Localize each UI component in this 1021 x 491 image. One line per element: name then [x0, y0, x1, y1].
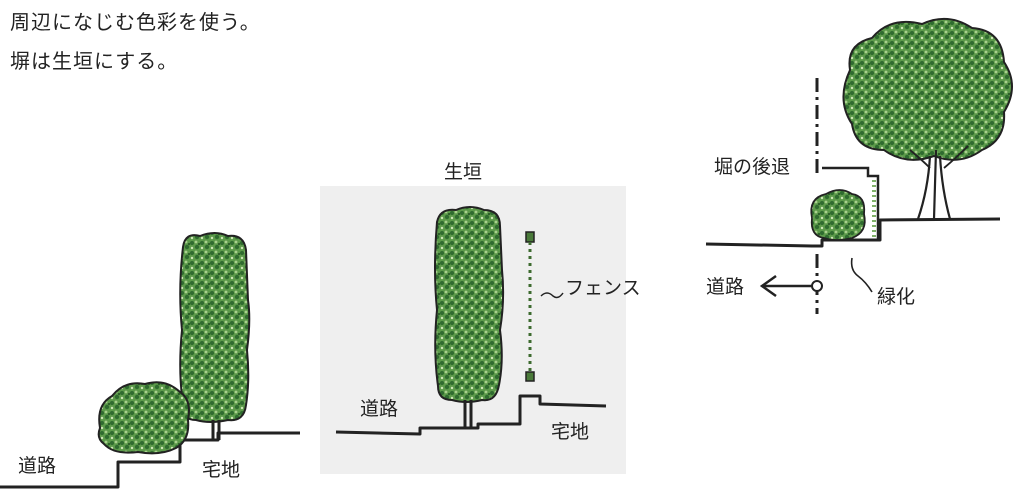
- greening-leader-line: [850, 257, 873, 293]
- fence-leader-line: [540, 292, 564, 299]
- setback-wall: [822, 166, 880, 240]
- right-road-label: 道路: [706, 276, 745, 298]
- fence-label: フェンス: [565, 277, 641, 299]
- right-tree: [842, 17, 1013, 220]
- left-hedge: [179, 232, 251, 440]
- heading-line-2: 塀は生垣にする。: [10, 49, 179, 73]
- left-road-label: 道路: [18, 455, 57, 477]
- center-site-label: 宅地: [551, 421, 590, 443]
- right-shrub: [810, 189, 866, 241]
- center-road-label: 道路: [360, 398, 399, 420]
- center-hedge: [434, 206, 505, 428]
- center-diagram: [335, 206, 607, 436]
- right-ground-line: [705, 217, 1001, 248]
- left-shrub: [97, 381, 190, 455]
- hedge-label: 生垣: [444, 161, 483, 183]
- road-direction-arrow: [759, 274, 823, 298]
- right-diagram: [705, 17, 1013, 314]
- center-ground-line: [335, 394, 607, 436]
- left-diagram: [0, 232, 300, 489]
- setback-label: 堀の後退: [714, 156, 791, 178]
- center-fence: [525, 231, 535, 382]
- greening-label: 緑化: [877, 286, 916, 308]
- left-site-label: 宅地: [202, 459, 241, 481]
- heading-line-1: 周辺になじむ色彩を使う。: [10, 10, 261, 34]
